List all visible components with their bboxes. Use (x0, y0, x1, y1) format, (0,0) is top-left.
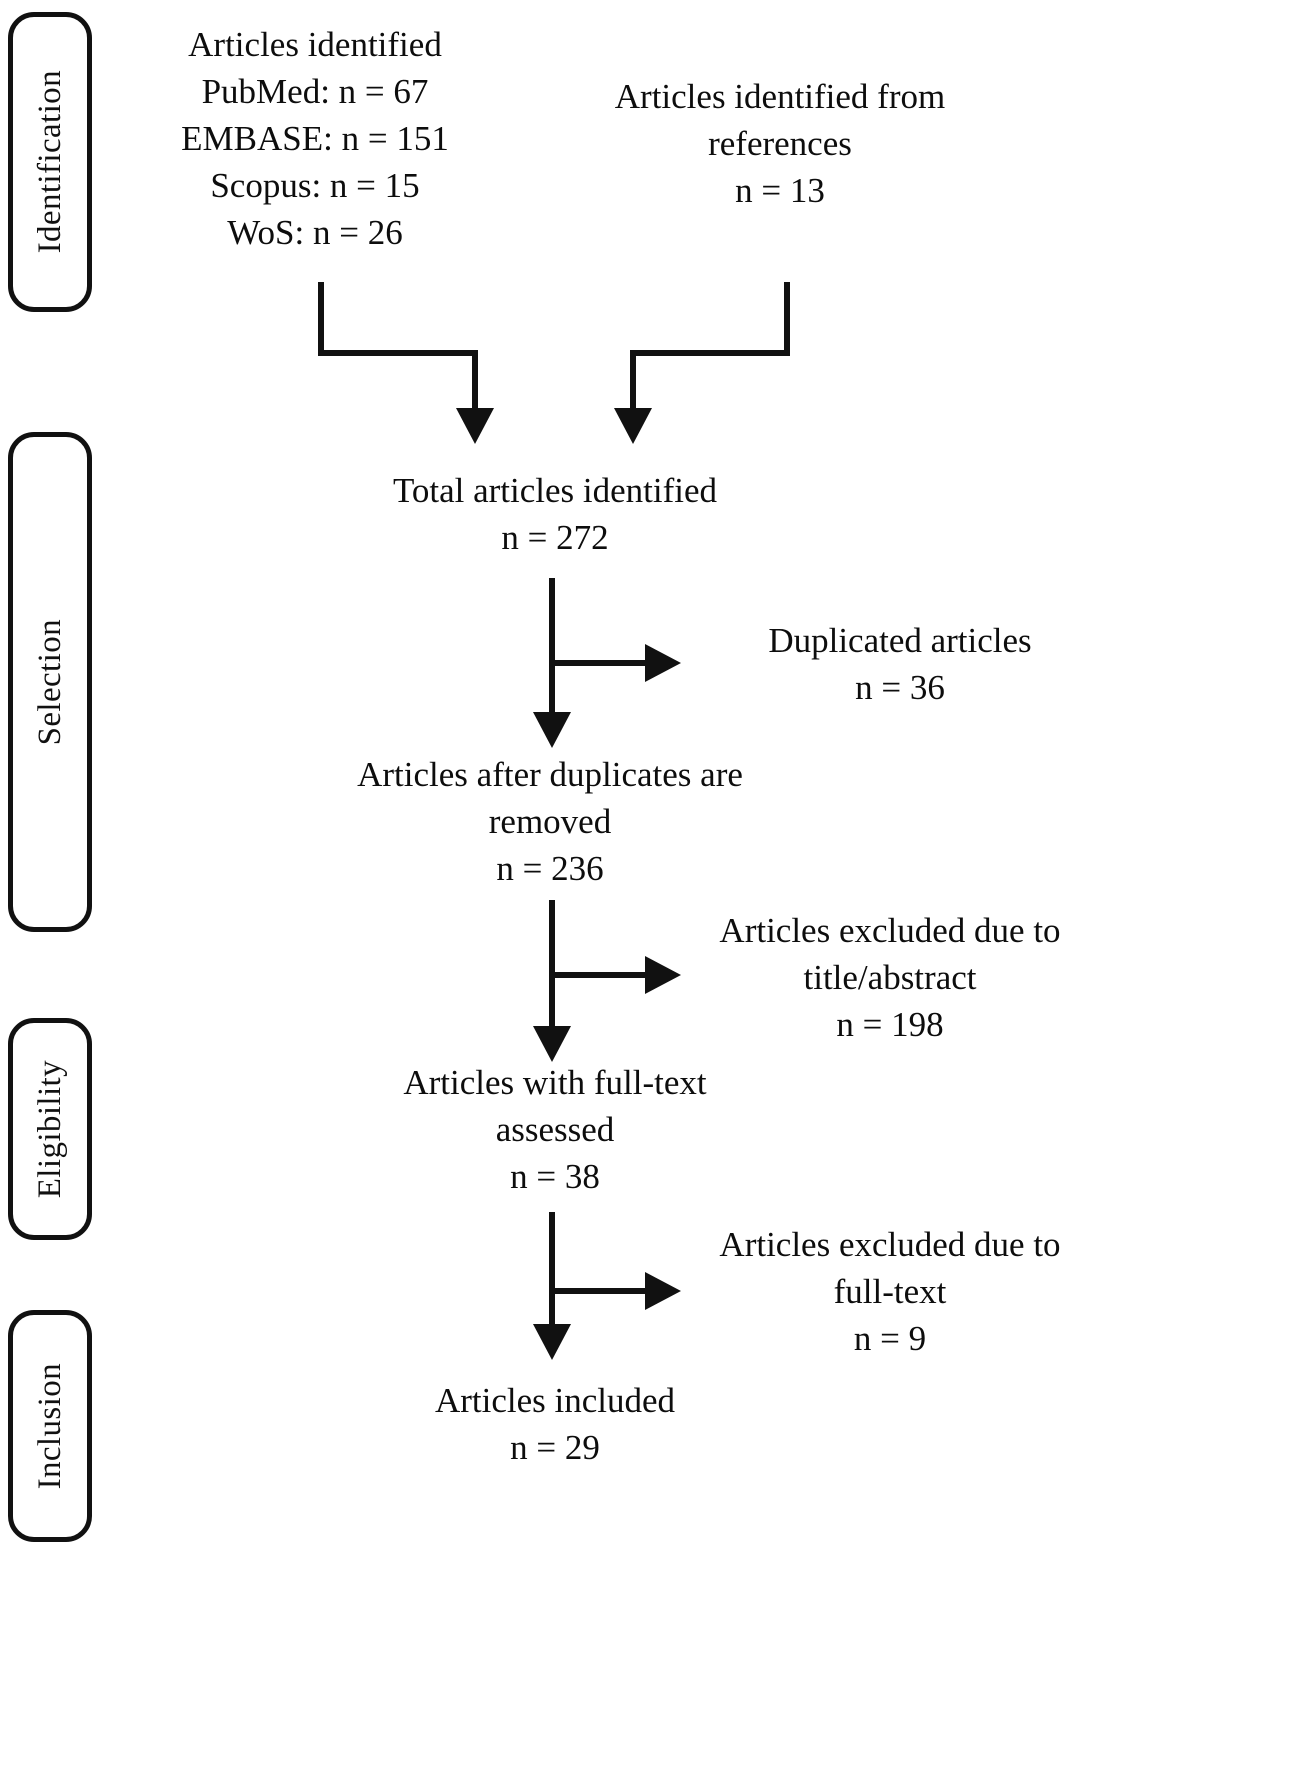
connector-total-spine (549, 578, 555, 726)
articles-identified-databases: Articles identified PubMed: n = 67 EMBAS… (181, 25, 449, 252)
articles-included: Articles included n = 29 (434, 1381, 676, 1467)
connector-databases-stem (318, 282, 324, 354)
stage-inclusion-label: Inclusion (31, 1362, 68, 1490)
stage-identification: Identification (8, 12, 92, 312)
arrowhead-to-excluded-full-text (645, 1272, 681, 1310)
stage-eligibility-label: Eligibility (31, 1059, 68, 1199)
arrowhead-to-total-left (456, 408, 494, 444)
connector-duplicates-branch (549, 660, 657, 666)
arrowhead-to-full-text (533, 1026, 571, 1062)
articles-excluded-title-abstract: Articles excluded due to title/abstract … (719, 911, 1061, 1044)
total-articles-identified: Total articles identified n = 272 (392, 471, 718, 557)
stage-selection: Selection (8, 432, 92, 932)
connector-databases-drop (472, 350, 478, 412)
arrowhead-to-included (533, 1324, 571, 1360)
connector-references-drop (630, 350, 636, 412)
connector-full-text-branch (549, 1288, 657, 1294)
arrowhead-to-excluded-title-abstract (645, 956, 681, 994)
stage-eligibility: Eligibility (8, 1018, 92, 1240)
connector-references-stem (784, 282, 790, 354)
arrowhead-to-total-right (614, 408, 652, 444)
arrowhead-to-duplicates (645, 644, 681, 682)
articles-full-text-assessed: Articles with full-text assessed n = 38 (403, 1063, 707, 1196)
connector-databases-elbow (318, 350, 478, 356)
stage-inclusion: Inclusion (8, 1310, 92, 1542)
articles-excluded-full-text: Articles excluded due to full-text n = 9 (719, 1225, 1061, 1358)
stage-identification-label: Identification (31, 70, 68, 254)
connector-title-abstract-branch (549, 972, 657, 978)
arrowhead-to-after-duplicates (533, 712, 571, 748)
articles-after-duplicates-removed: Articles after duplicates are removed n … (357, 755, 743, 888)
articles-identified-references: Articles identified from references n = … (614, 77, 946, 210)
connector-references-elbow (630, 350, 790, 356)
duplicated-articles-excluded: Duplicated articles n = 36 (768, 621, 1032, 707)
connector-full-text-spine (549, 1212, 555, 1340)
stage-selection-label: Selection (31, 618, 68, 746)
connector-after-duplicates-spine (549, 900, 555, 1042)
